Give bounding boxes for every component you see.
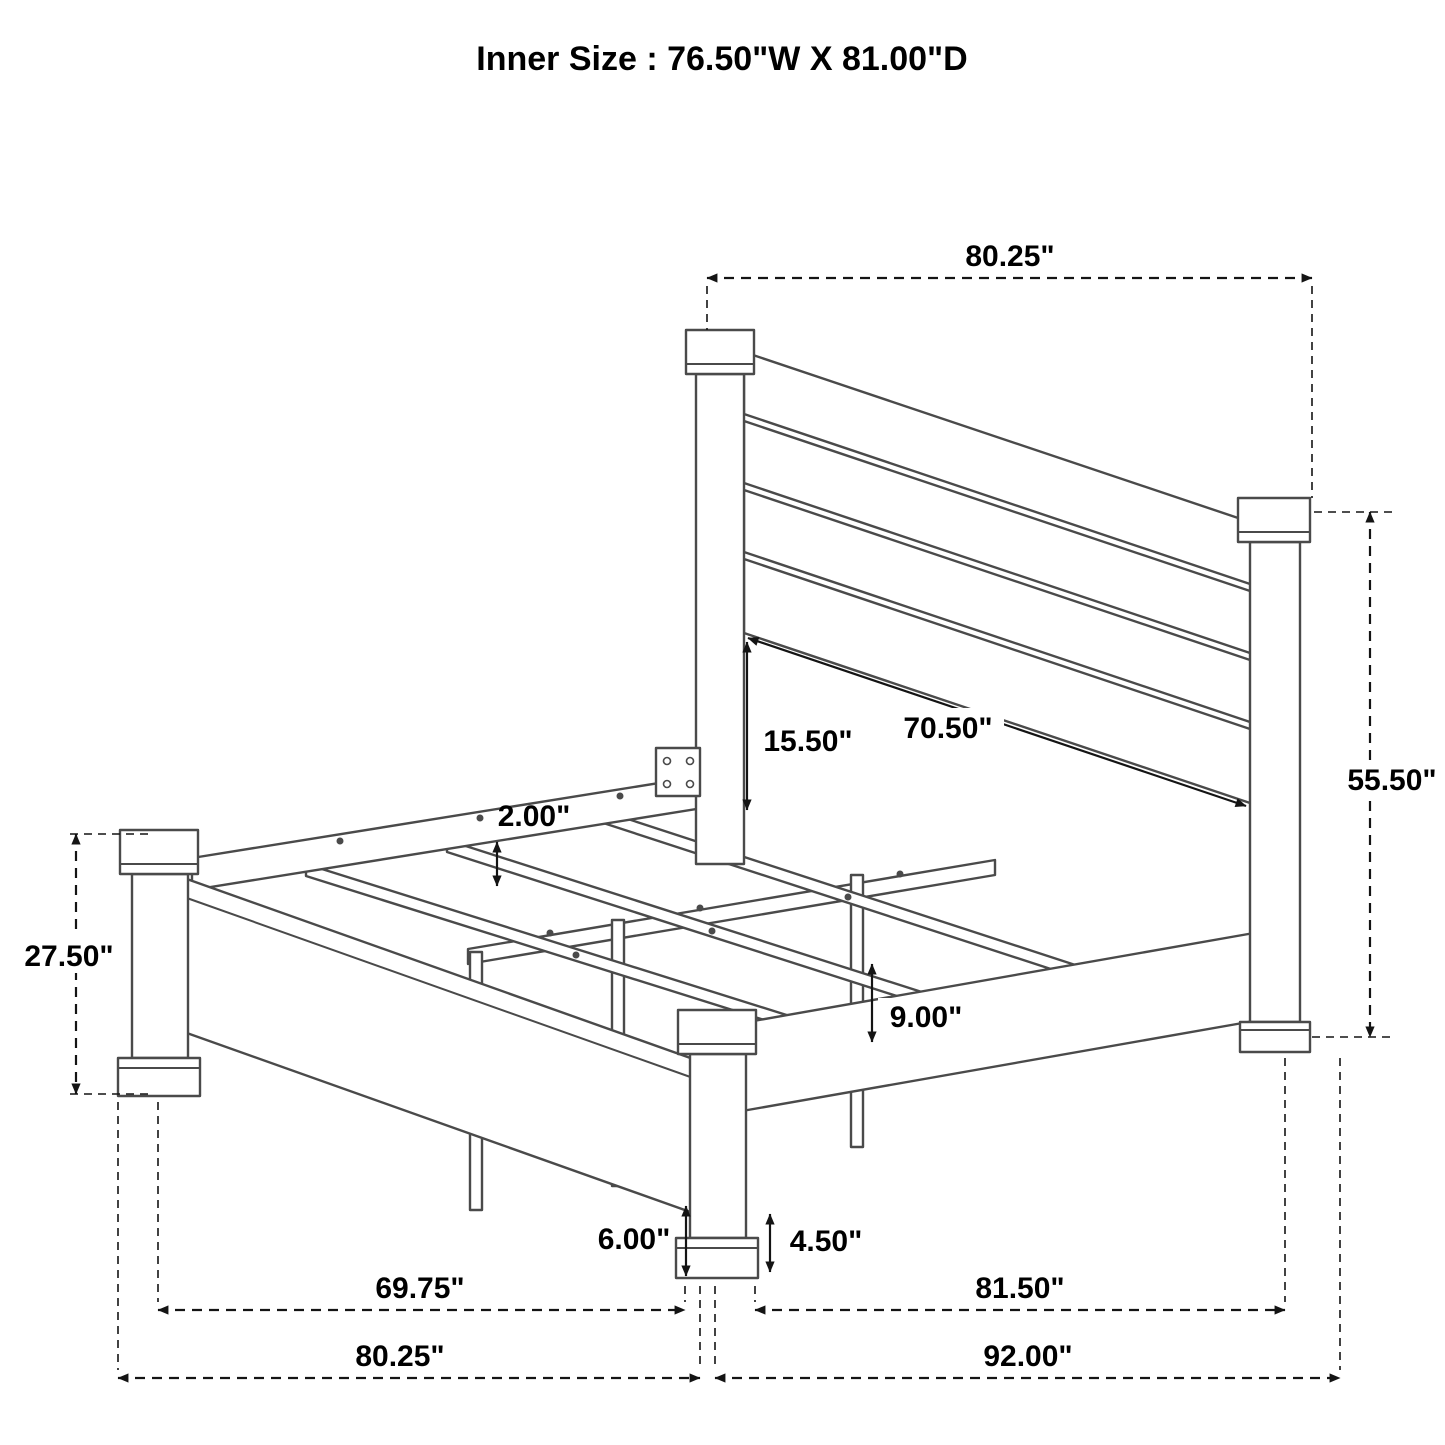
dim-label-rail-height: 9.00" xyxy=(890,1001,963,1034)
post-cap xyxy=(1236,496,1312,544)
screw-dot xyxy=(708,927,716,935)
extension-lines xyxy=(70,286,1392,1370)
label-backdrop xyxy=(894,708,1004,746)
label-backdrop xyxy=(1342,760,1445,798)
dim-label-slat-thickness: 2.00" xyxy=(498,800,571,833)
bracket-hole xyxy=(662,756,672,766)
headboard-right-post xyxy=(1236,496,1312,1054)
label-backdrop xyxy=(878,998,974,1034)
dim-label-floor-clearance: 4.50" xyxy=(790,1225,863,1258)
screw-dot xyxy=(546,929,554,937)
screw-dot xyxy=(696,904,704,912)
footboard-left-post xyxy=(116,828,202,1098)
post-cap xyxy=(118,828,200,876)
post-cap xyxy=(676,1008,758,1056)
label-backdrop xyxy=(756,722,862,758)
rail-bracket xyxy=(654,746,702,798)
dim-label-leg-height: 6.00" xyxy=(598,1223,671,1256)
post-cap xyxy=(684,328,756,376)
dim-label-headboard-width: 80.25" xyxy=(965,240,1054,273)
bracket-hole xyxy=(685,779,695,789)
post-shaft xyxy=(1248,540,1302,1024)
diagram-title: Inner Size : 76.50"W X 81.00"D xyxy=(476,40,967,78)
dim-label-side-rail-length: 81.50" xyxy=(975,1272,1064,1305)
bracket-plate xyxy=(654,746,702,798)
dim-label-headboard-height: 55.50" xyxy=(1347,764,1436,797)
post-base xyxy=(674,1236,760,1280)
bracket-hole xyxy=(662,779,672,789)
headboard-left-post xyxy=(684,328,756,866)
screw-dot xyxy=(572,951,580,959)
dimension-labels: Inner Size : 76.50"W X 81.00"D 80.25" 55… xyxy=(17,40,1445,1373)
screw-dot xyxy=(616,792,624,800)
post-shaft xyxy=(694,372,746,866)
dim-label-footboard-inner-width: 69.75" xyxy=(375,1272,464,1305)
screw-dot xyxy=(476,814,484,822)
dim-label-headboard-inner-width: 70.50" xyxy=(903,712,992,745)
dim-label-footboard-height: 27.50" xyxy=(24,940,113,973)
post-base xyxy=(1238,1020,1312,1054)
label-backdrop xyxy=(17,935,121,973)
screw-dot xyxy=(896,870,904,878)
post-shaft xyxy=(688,1052,748,1240)
post-base xyxy=(116,1056,202,1098)
dim-label-headboard-clearance: 15.50" xyxy=(763,725,852,758)
screw-dot xyxy=(844,893,852,901)
screw-dot xyxy=(336,837,344,845)
bracket-hole xyxy=(685,756,695,766)
post-shaft xyxy=(130,872,190,1060)
dim-label-overall-depth: 92.00" xyxy=(983,1340,1072,1373)
dim-label-footboard-width: 80.25" xyxy=(355,1340,444,1373)
footboard-top-rail-line xyxy=(183,896,697,1080)
